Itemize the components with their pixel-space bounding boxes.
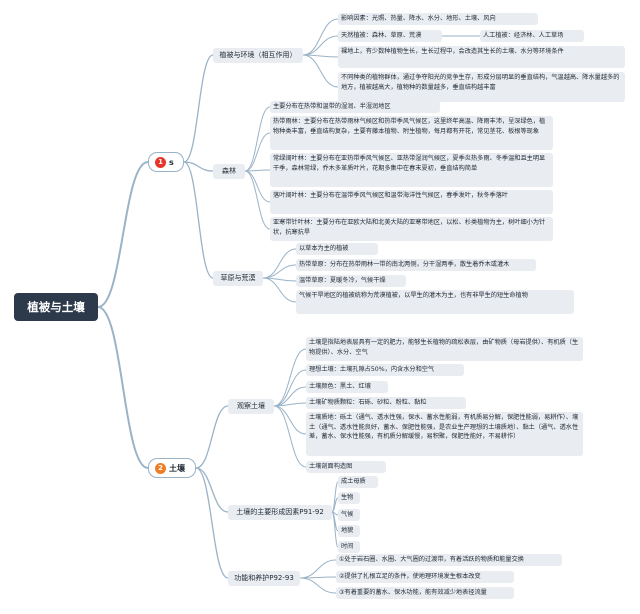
node-function-protection[interactable]: 功能和养护P92-93 (228, 571, 300, 586)
connector-line (299, 559, 337, 579)
leaf-bare-land: 裸地上，有少数种植物生长，生长过程中，会改造其生长的土壤、水分等环境条件 (338, 46, 625, 68)
leaf-forest-distribution: 主要分布在热带和温带的湿润、半湿润地区 (270, 101, 440, 113)
leaf-time: 时间 (338, 541, 360, 553)
node-vegetation-environment[interactable]: 植被与环境（相互作用） (213, 48, 303, 63)
leaf-climate: 气候 (338, 509, 360, 521)
node-forest[interactable]: 森林 (213, 164, 245, 179)
connector-line (262, 277, 297, 303)
leaf-evergreen-broadleaf: 常绿阔叶林：主要分布在亚热带季风气候区、亚热带湿润气候区，夏季炎热多雨、冬季温和… (270, 153, 553, 187)
leaf-function-2: ②提供了扎根立足的条件，使地理环境发生根本改变 (336, 571, 514, 583)
connector-line (183, 161, 214, 172)
connector-line (195, 467, 229, 513)
connector-line (299, 577, 337, 594)
node-soil-formation-factors[interactable]: 土壤的主要形成因素P91-92 (228, 505, 332, 520)
connector-line (97, 161, 149, 308)
connector-line (183, 54, 214, 163)
leaf-herbaceous: 以草本为主的植被 (296, 243, 378, 255)
leaf-artificial-vegetation: 人工植被：经济林、人工草场 (480, 30, 584, 42)
priority-2-icon: 2 (155, 462, 166, 474)
connector-line (273, 369, 307, 407)
priority-1-icon: 1 (155, 156, 166, 168)
leaf-temperate-grassland: 温带草原：夏暖冬冷，气候干燥 (296, 275, 406, 287)
topic-vegetation-label: s (169, 157, 174, 167)
connector-line (273, 405, 307, 435)
leaf-tropical-rainforest: 热带雨林：主要分布在热带雨林气候区和热带季风气候区，这里终年高温、降雨丰沛，呈深… (270, 116, 553, 150)
connector-line (195, 405, 229, 469)
topic-vegetation[interactable]: 1 s (148, 152, 184, 172)
connector-line (302, 35, 339, 56)
leaf-landform: 地貌 (338, 525, 360, 537)
leaf-parent-material: 成土母质 (338, 476, 378, 488)
leaf-ideal-soil: 理想土壤：土壤孔隙占50%，内含水分和空气 (306, 364, 464, 376)
connector-line (331, 511, 339, 548)
connector-line (302, 18, 339, 56)
leaf-function-3: ③有着重要的蓄水、保水功能，能有效减少地表径流量 (336, 587, 514, 599)
leaf-desert-vegetation: 气候干旱地区的植被统称为荒漠植被，以旱生的灌木为主，也有非旱生的短生命植物 (296, 290, 574, 314)
leaf-soil-particles: 土壤矿物质颗粒：石砾、砂粒、粉粒、黏粒 (306, 397, 466, 409)
connector-line (183, 161, 214, 279)
leaf-soil-definition: 土壤是指陆地表层具有一定的肥力，能够生长植物的疏松表层，由矿物质（母岩提供）、有… (306, 337, 583, 361)
connector-line (244, 169, 271, 172)
leaf-subarctic-coniferous: 亚寒带针叶林：主要分布在亚欧大陆和北美大陆的亚寒带地区，以松、杉类植物为主，树叶… (270, 217, 553, 241)
leaf-function-1: ①处于岩石圈、水圈、大气圈的过渡带，有着活跃的物质和能量交换 (336, 554, 562, 566)
connector-line (244, 170, 271, 230)
connector-line (195, 467, 229, 579)
leaf-soil-texture: 土壤质地：砾土（通气、透水性强，保水、蓄水性能弱，有机质易分解，保肥性能弱，易耕… (306, 412, 583, 456)
connector-line (262, 264, 297, 279)
leaf-soil-color: 土壤颜色：黑土、红壤 (306, 381, 388, 393)
connector-line (262, 248, 297, 279)
connector-line (302, 54, 339, 58)
connector-line (244, 132, 271, 172)
leaf-influencing-factors: 影响因素：光照、热量、降水、水分、地形、土壤、风向 (338, 13, 538, 25)
leaf-tropical-grassland: 热带草原：分布在热带雨林一带的南北两侧，分干湿两季，散生着乔木或灌木 (296, 259, 536, 271)
topic-soil[interactable]: 2 土壤 (148, 458, 196, 478)
topic-soil-label: 土壤 (169, 463, 185, 473)
leaf-soil-profile: 土壤剖面构造图 (306, 461, 386, 473)
connector-line (244, 170, 271, 203)
leaf-deciduous-broadleaf: 落叶阔叶林：主要分布在温带季风气候区和温带海洋性气候区，春季发叶，秋冬季落叶 (270, 190, 553, 214)
connector-line (273, 402, 307, 407)
root-node[interactable]: 植被与土壤 (14, 293, 98, 321)
node-observe-soil[interactable]: 观察土壤 (228, 399, 274, 414)
connector-line (302, 54, 339, 88)
connector-line (244, 106, 271, 172)
leaf-natural-vegetation: 天然植被：森林、草原、荒漠 (338, 30, 442, 42)
leaf-biology: 生物 (338, 492, 360, 504)
connector-line (97, 306, 149, 469)
connector-line (273, 348, 307, 407)
leaf-plant-community: 不同种类的植物群体，通过争夺阳光的竞争生存，形成分层明显的垂直结构，气温越高、降… (338, 72, 625, 102)
node-grassland-desert[interactable]: 草原与荒漠 (213, 271, 263, 286)
connector-line (273, 405, 307, 468)
